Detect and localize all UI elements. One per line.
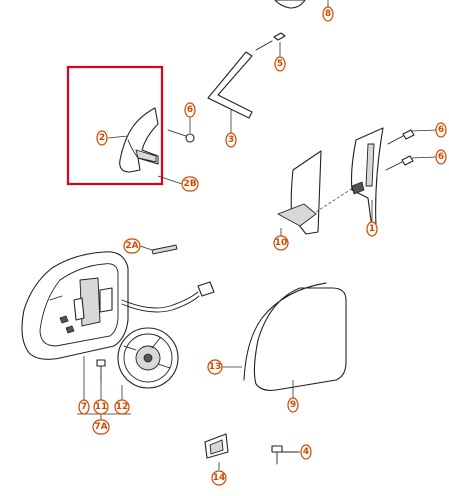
- callout-6-right-lower-label: 6: [438, 152, 444, 162]
- part-6-screw-right-upper: [387, 129, 415, 145]
- part-12-motor: [117, 327, 179, 389]
- part-6-screw-right-lower: [385, 155, 414, 171]
- callout-12: 12: [114, 399, 130, 415]
- callout-4: 4: [300, 444, 312, 460]
- callout-7a: 7A: [92, 419, 110, 435]
- callout-7a-label: 7A: [94, 422, 107, 432]
- callout-7-label: 7: [81, 402, 87, 412]
- callout-5-label: 5: [277, 59, 283, 69]
- callout-2a: 2A: [123, 238, 141, 254]
- callout-12-label: 12: [116, 402, 129, 412]
- callout-2b: 2B: [181, 176, 199, 192]
- part-1-mount-plate: [350, 127, 384, 229]
- callout-11: 11: [93, 399, 109, 415]
- callout-2a-label: 2A: [125, 241, 138, 251]
- callout-6-right-upper-label: 6: [438, 125, 444, 135]
- callout-2b-label: 2B: [183, 179, 196, 189]
- callout-2-label: 2: [99, 133, 105, 143]
- callout-2: 2: [96, 130, 108, 146]
- part-13-seal: [243, 282, 327, 381]
- callout-3-label: 3: [228, 135, 234, 145]
- part-11-screw: [96, 359, 106, 383]
- part-14-clip: [204, 433, 229, 459]
- leader-lines: [77, 129, 437, 470]
- callout-14-label: 14: [213, 473, 226, 483]
- part-5-screw: [255, 32, 286, 58]
- callout-7: 7: [78, 399, 90, 415]
- callout-6-right-lower: 6: [435, 149, 447, 165]
- callout-8: 8: [322, 6, 334, 22]
- callout-6-right-upper: 6: [435, 122, 447, 138]
- part-3-seal-strip: [207, 51, 253, 134]
- part-2a-pad: [139, 244, 178, 255]
- callout-13-label: 13: [209, 362, 222, 372]
- part-6-screw-left: [167, 117, 195, 143]
- callout-3: 3: [225, 132, 237, 148]
- callout-1: 1: [366, 221, 378, 237]
- callout-14: 14: [211, 470, 227, 486]
- part-7-mirror-housing: [21, 251, 215, 360]
- callout-9-label: 9: [290, 400, 296, 410]
- callout-10: 10: [273, 235, 289, 251]
- callout-5: 5: [274, 56, 286, 72]
- callout-8-label: 8: [325, 9, 331, 19]
- callout-11-label: 11: [95, 402, 108, 412]
- part-8-cover: [274, 0, 329, 9]
- callout-4-label: 4: [303, 447, 309, 457]
- part-9-mirror-glass: [253, 287, 347, 391]
- part-4-screw: [271, 445, 299, 465]
- callout-1-label: 1: [369, 224, 375, 234]
- callout-13: 13: [207, 359, 223, 375]
- part-2-bracket: [119, 107, 159, 173]
- part-10-inner-cover: [276, 150, 357, 235]
- highlight-box: [66, 65, 164, 186]
- callout-6-left: 6: [184, 102, 196, 118]
- callout-9: 9: [287, 397, 299, 413]
- callout-6-left-label: 6: [187, 105, 193, 115]
- callout-10-label: 10: [275, 238, 288, 248]
